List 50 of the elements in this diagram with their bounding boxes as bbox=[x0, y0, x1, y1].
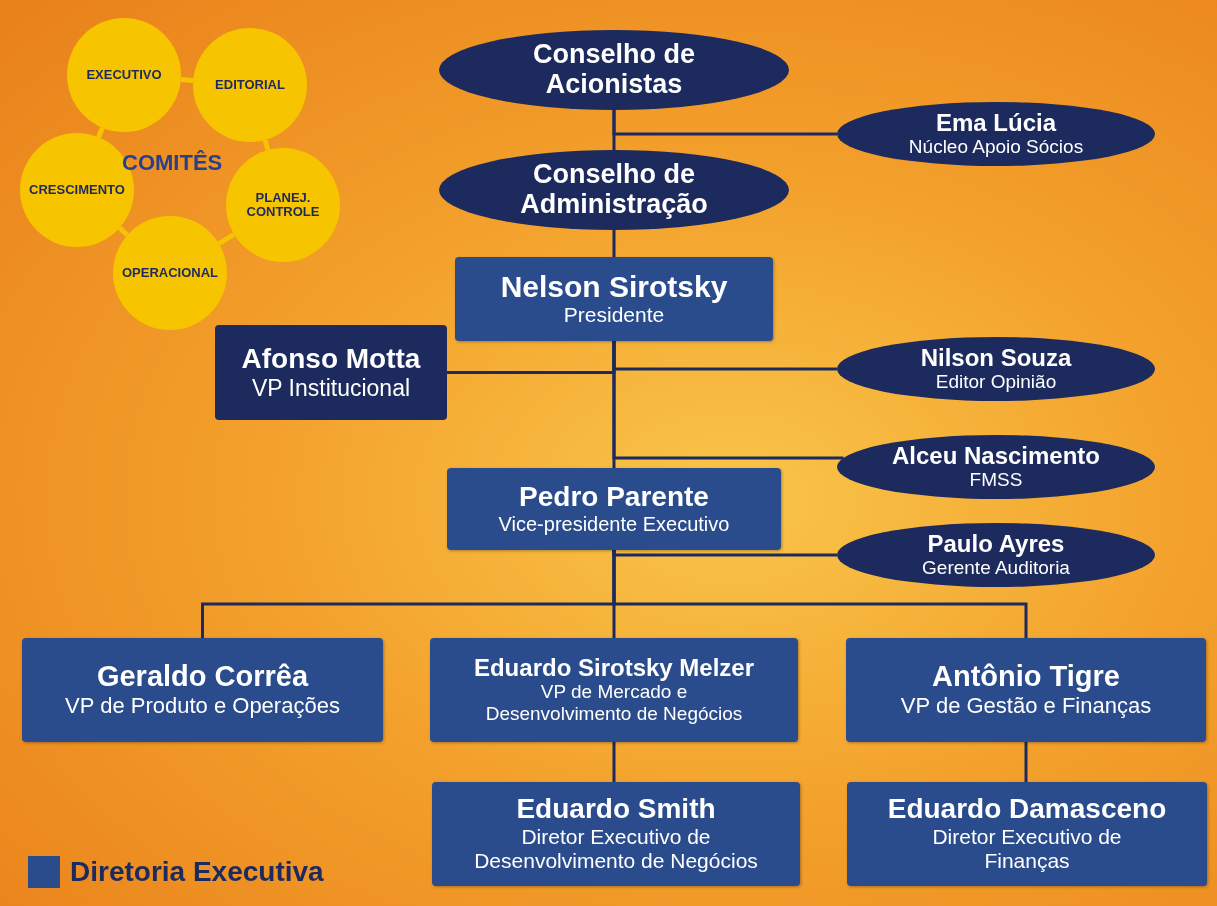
committee-name: OPERACIONAL bbox=[121, 265, 219, 281]
ring-connector bbox=[180, 77, 194, 83]
person-name: Alceu Nascimento bbox=[891, 442, 1101, 470]
person-name: Geraldo Corrêa bbox=[96, 661, 309, 694]
person-name: Conselho de Acionistas bbox=[532, 40, 696, 100]
role-title: Presidente bbox=[563, 303, 665, 328]
person-name: Afonso Motta bbox=[241, 343, 421, 375]
role-title: Vice-presidente Executivo bbox=[498, 512, 730, 536]
role-title: Diretor Executivo de Desenvolvimento de Negócios bbox=[473, 825, 759, 874]
role-title: VP de Mercado e Desenvolvimento de Negócios bbox=[484, 681, 744, 726]
org-box bbox=[847, 782, 1207, 886]
role-title: VP de Produto e Operações bbox=[65, 693, 340, 719]
role-title: Núcleo Apoio Sócios bbox=[908, 136, 1084, 159]
connector-line bbox=[1024, 742, 1028, 782]
person-name: Eduardo Damasceno bbox=[887, 794, 1167, 826]
role-title: VP Institucional bbox=[251, 374, 411, 402]
legend-label: Diretoria Executiva bbox=[70, 856, 324, 888]
committee-name: PLANEJ. CONTROLE bbox=[245, 190, 321, 220]
person-name: Eduardo Sirotsky Melzer bbox=[473, 654, 755, 682]
role-title: Editor Opinião bbox=[935, 371, 1057, 394]
committee-name: CRESCIMENTO bbox=[29, 182, 125, 198]
person-name: Pedro Parente bbox=[519, 482, 709, 513]
role-title: VP de Gestão e Finanças bbox=[900, 693, 1152, 719]
org-box bbox=[432, 782, 800, 886]
org-box bbox=[430, 638, 798, 742]
connector-line bbox=[612, 110, 837, 136]
org-box bbox=[215, 325, 447, 420]
connector-line bbox=[612, 550, 1028, 638]
role-title: Gerente Auditoria bbox=[922, 557, 1070, 580]
role-title: Diretor Executivo de Finanças bbox=[931, 825, 1123, 874]
org-box bbox=[455, 257, 773, 341]
ring-connector bbox=[262, 139, 271, 151]
committee-name: EDITORIAL bbox=[215, 77, 285, 93]
person-name: Conselho de Administração bbox=[519, 160, 709, 220]
person-name: Paulo Ayres bbox=[927, 530, 1065, 558]
person-name: Nelson Sirotsky bbox=[500, 270, 728, 304]
person-name: Ema Lúcia bbox=[935, 109, 1056, 137]
person-name: Nilson Souza bbox=[920, 344, 1072, 372]
committee-name: EXECUTIVO bbox=[86, 67, 162, 83]
group-label: COMITÊS bbox=[122, 150, 223, 176]
connector-line bbox=[612, 742, 616, 782]
connector-line bbox=[612, 230, 616, 257]
org-box bbox=[22, 638, 383, 742]
person-name: Eduardo Smith bbox=[516, 794, 716, 826]
role-title: FMSS bbox=[969, 469, 1023, 492]
org-box bbox=[846, 638, 1206, 742]
ring-connector bbox=[217, 232, 236, 246]
person-name: Antônio Tigre bbox=[932, 661, 1120, 694]
connector-line bbox=[612, 341, 616, 468]
org-box bbox=[447, 468, 781, 550]
